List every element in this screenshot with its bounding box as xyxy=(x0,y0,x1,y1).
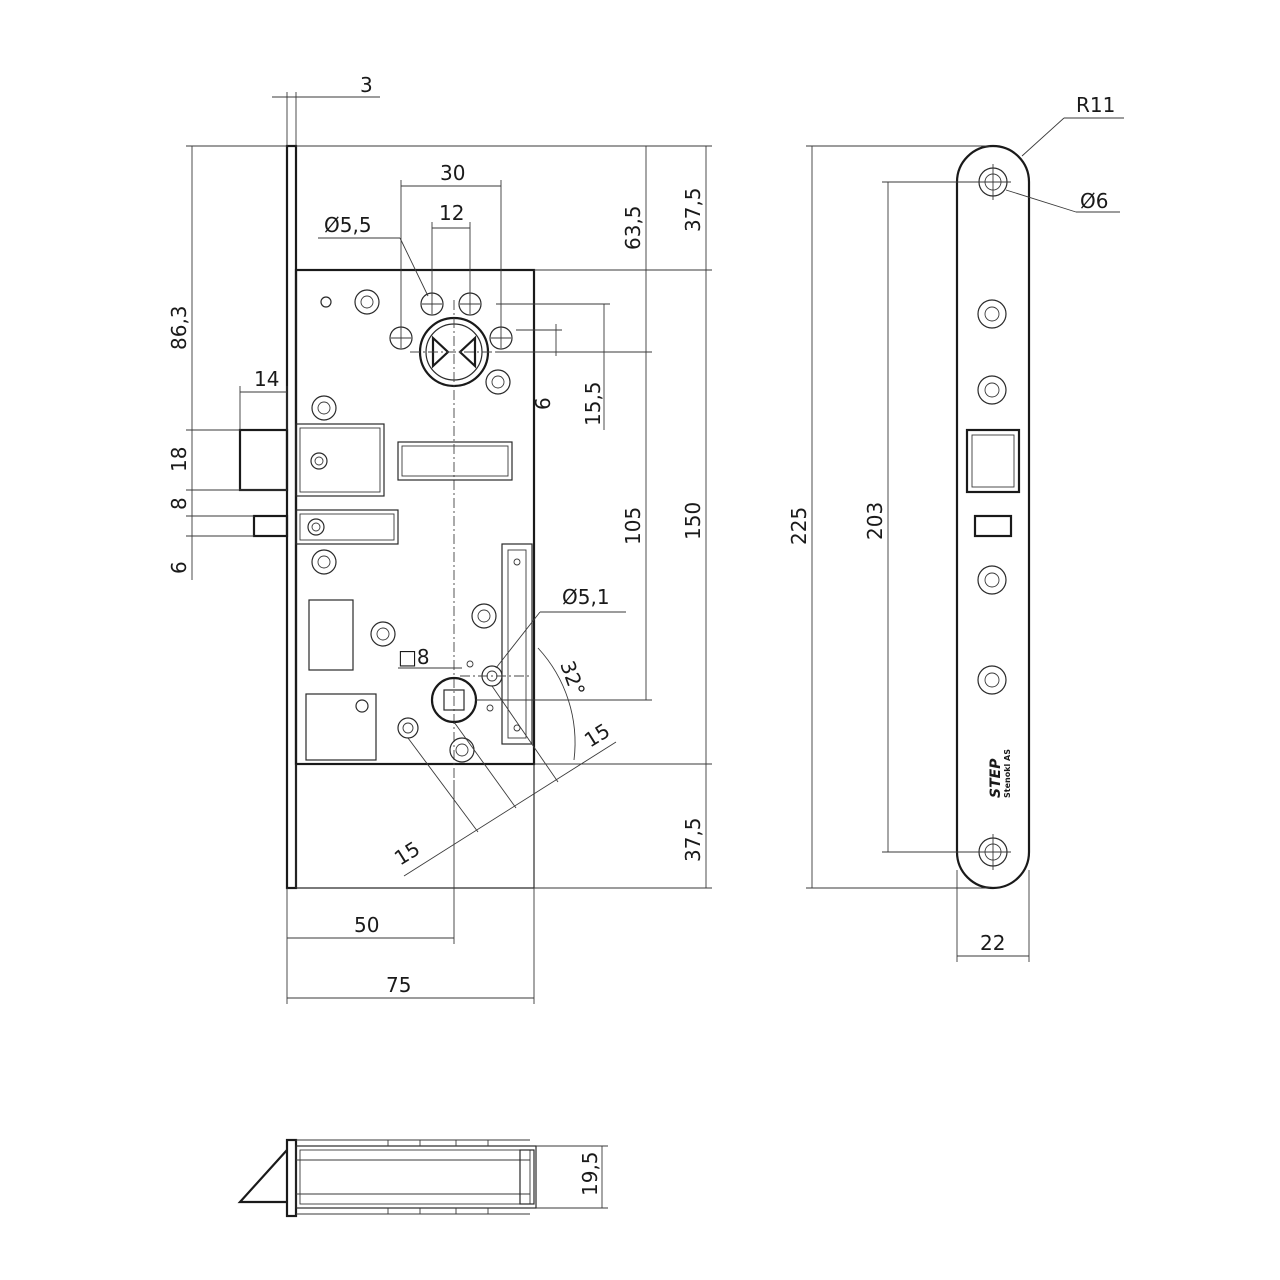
dim-fixing-hole-6: Ø6 xyxy=(1080,189,1108,213)
switch-block xyxy=(308,599,354,671)
vertical-slot xyxy=(501,543,533,745)
dim-depth-19-5: 19,5 xyxy=(578,1151,602,1196)
logo-sub: Stenokl AS xyxy=(1003,749,1012,798)
dim-latch-14: 14 xyxy=(254,367,279,391)
dim-top-63-5: 63,5 xyxy=(621,205,645,250)
cylinder-screw-holes xyxy=(389,292,513,350)
dim-height-86-3: 86,3 xyxy=(167,305,191,350)
lock-case xyxy=(294,268,536,766)
dim-gap-8: 8 xyxy=(167,497,191,510)
faceplate-view: STEP Stenokl AS xyxy=(955,144,1031,890)
latch-bevel xyxy=(237,1149,288,1204)
slot-window xyxy=(397,441,513,481)
faceplate-logo: STEP Stenokl AS xyxy=(988,749,1012,798)
dim-width-75: 75 xyxy=(386,973,411,997)
dim-span-105: 105 xyxy=(621,507,645,545)
dim-spacing-30: 30 xyxy=(440,161,465,185)
dim-faceplate-22: 22 xyxy=(980,931,1005,955)
dim-fixing-203: 203 xyxy=(863,502,887,540)
logo-brand: STEP xyxy=(988,758,1004,798)
dim-gap-6: 6 xyxy=(167,561,191,574)
dim-offset-15-5: 15,5 xyxy=(581,381,605,426)
dim-spacing-15-b: 15 xyxy=(580,718,614,752)
spindle-follower xyxy=(397,660,530,739)
dim-hole-5-5: Ø5,5 xyxy=(324,213,372,237)
lower-block xyxy=(305,693,377,761)
dim-forend-thickness: 3 xyxy=(360,73,373,97)
dim-offset-6: 6 xyxy=(531,397,555,410)
latch-bolt xyxy=(238,423,385,497)
top-view: 19,5 xyxy=(237,1138,608,1218)
dim-span-150: 150 xyxy=(681,502,705,540)
dim-spacing-12: 12 xyxy=(439,201,464,225)
dim-top-37-5: 37,5 xyxy=(681,187,705,232)
dim-bottom-37-5: 37,5 xyxy=(681,817,705,862)
front-dimensions: 3 37,5 63,5 30 12 Ø5,5 86,3 14 xyxy=(167,73,712,1004)
dim-square-8: □8 xyxy=(398,645,430,669)
dim-radius-r11: R11 xyxy=(1076,93,1115,117)
faceplate-dimensions: 225 203 R11 Ø6 22 xyxy=(787,93,1124,962)
front-view xyxy=(238,144,536,890)
dim-hole-5-1: Ø5,1 xyxy=(562,585,610,609)
dim-angle-32: 32° xyxy=(555,658,590,700)
case-screws xyxy=(311,289,511,763)
faceplate-outline xyxy=(955,144,1031,890)
dim-latch-18: 18 xyxy=(167,447,191,472)
dim-spacing-15-a: 15 xyxy=(390,836,424,870)
cylinder-hole xyxy=(410,300,500,780)
forend-strip xyxy=(285,144,298,890)
dim-backset-50: 50 xyxy=(354,913,379,937)
deadbolt xyxy=(252,509,399,545)
dim-faceplate-225: 225 xyxy=(787,507,811,545)
